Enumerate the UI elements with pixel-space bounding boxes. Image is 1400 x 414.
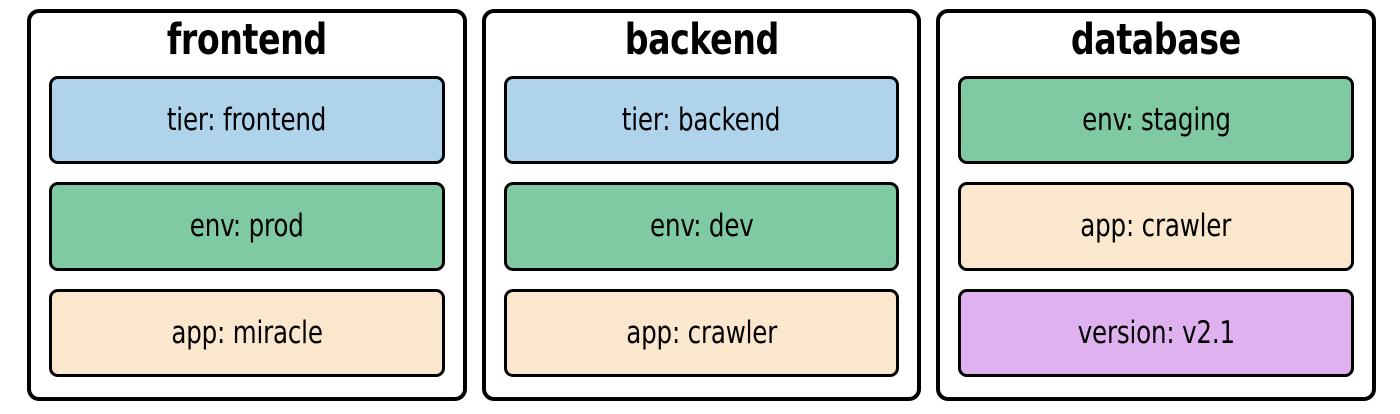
label-chip-text: app: crawler bbox=[1080, 208, 1232, 245]
panel-database[interactable]: database env: staging app: crawler versi… bbox=[936, 9, 1377, 401]
label-chip-env[interactable]: env: staging bbox=[958, 75, 1355, 165]
panel-backend[interactable]: backend tier: backend env: dev app: craw… bbox=[481, 9, 922, 401]
label-chip-text: app: crawler bbox=[626, 314, 777, 351]
panel-frontend[interactable]: frontend tier: frontend env: prod app: m… bbox=[27, 9, 467, 401]
label-chip-text: tier: frontend bbox=[167, 102, 327, 139]
label-chip-text: env: dev bbox=[649, 208, 754, 245]
panel-title: database bbox=[1071, 19, 1242, 63]
label-chip-text: app: miracle bbox=[171, 314, 323, 351]
panel-title: backend bbox=[624, 19, 779, 63]
label-chip-text: version: v2.1 bbox=[1077, 314, 1235, 351]
label-chip-text: env: staging bbox=[1081, 102, 1231, 139]
label-chip-app[interactable]: app: crawler bbox=[503, 288, 900, 377]
chip-list: tier: frontend env: prod app: miracle bbox=[49, 75, 445, 377]
label-chip-env[interactable]: env: dev bbox=[503, 182, 900, 271]
chip-list: env: staging app: crawler version: v2.1 bbox=[958, 75, 1355, 377]
label-chip-tier[interactable]: tier: backend bbox=[503, 75, 900, 165]
label-chip-version[interactable]: version: v2.1 bbox=[958, 288, 1355, 377]
label-chip-app[interactable]: app: crawler bbox=[958, 182, 1355, 271]
label-chip-env[interactable]: env: prod bbox=[49, 182, 445, 271]
label-chip-text: tier: backend bbox=[622, 102, 781, 139]
label-chip-tier[interactable]: tier: frontend bbox=[49, 75, 445, 165]
panel-title: frontend bbox=[166, 19, 327, 63]
label-chip-text: env: prod bbox=[189, 208, 304, 245]
label-chip-app[interactable]: app: miracle bbox=[49, 288, 445, 377]
chip-list: tier: backend env: dev app: crawler bbox=[503, 75, 900, 377]
